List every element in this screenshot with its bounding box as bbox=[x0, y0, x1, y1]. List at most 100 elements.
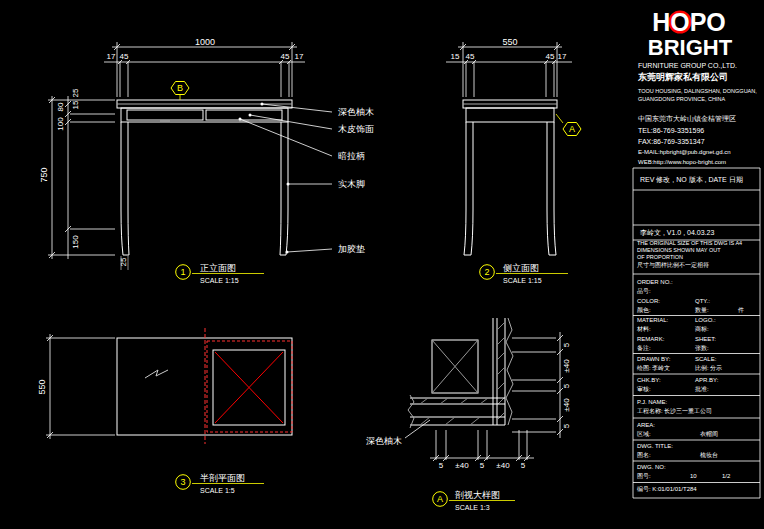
dimension-text: 5 bbox=[563, 424, 571, 428]
detail-section-part bbox=[506, 318, 513, 425]
detail-section-part bbox=[432, 340, 478, 393]
title-block-text: GUANGDONG PROVINCE, CHINA bbox=[638, 97, 725, 103]
title-block-text: 1/2 bbox=[722, 473, 730, 479]
dimension-lines-part bbox=[557, 429, 563, 435]
dimension-text: ±40 bbox=[563, 398, 571, 411]
leader-dots-part bbox=[286, 251, 289, 254]
detail-section-part bbox=[420, 398, 488, 404]
side-elevation-part bbox=[547, 122, 556, 255]
title-block-lines bbox=[633, 168, 760, 498]
marker-outline bbox=[176, 265, 191, 280]
leader-lines-part bbox=[192, 483, 264, 484]
dimension-lines-part bbox=[104, 62, 305, 63]
dimension-text: ±40 bbox=[563, 359, 571, 372]
leader-lines-part bbox=[556, 114, 563, 123]
dimension-lines-part bbox=[527, 430, 528, 460]
title-block-text: FURNITURE GROUP CO.,LTD. bbox=[638, 62, 737, 69]
dimension-lines-part bbox=[112, 47, 297, 48]
callout-label: 木皮饰面 bbox=[338, 125, 374, 134]
title-block-text: 工程名称: 长沙三一重工公司 bbox=[637, 408, 712, 414]
detail-section-part bbox=[410, 417, 505, 418]
dimension-lines-part bbox=[557, 349, 563, 355]
dimension-lines-part bbox=[557, 42, 558, 97]
view-number: 3 bbox=[175, 474, 191, 490]
dimension-lines-part bbox=[281, 62, 282, 97]
dimension-text: 550 bbox=[38, 379, 47, 394]
title-block-text: ORDER NO.: bbox=[637, 279, 673, 285]
dimension-lines-part bbox=[458, 47, 562, 48]
title-block-text: 比例: 分示 bbox=[695, 365, 722, 371]
title-block-text: CHK.BY: bbox=[637, 377, 661, 383]
title-block-text: 品号: bbox=[637, 288, 651, 294]
view-title: 剖视大样图 bbox=[455, 491, 500, 500]
title-block-text: MATERIAL: bbox=[637, 317, 668, 323]
dimension-lines-part bbox=[48, 255, 115, 256]
title-block-text: APR.BY: bbox=[695, 377, 718, 383]
marker-text: 3 bbox=[180, 478, 185, 487]
dimension-text: 100 bbox=[57, 117, 65, 130]
dimension-lines-part bbox=[128, 62, 129, 97]
dimension-lines-part bbox=[474, 62, 475, 97]
marker-outline bbox=[563, 123, 581, 136]
detail-section-part bbox=[420, 417, 480, 425]
leader-dots-part bbox=[287, 183, 290, 186]
marker-outline bbox=[171, 82, 189, 95]
title-block-text: DWG. TITLE: bbox=[637, 443, 673, 449]
dimension-lines-part bbox=[512, 338, 556, 339]
dimension-lines-part bbox=[289, 62, 290, 97]
dimension-text: 80 bbox=[57, 103, 65, 112]
dimension-lines-part bbox=[52, 96, 53, 259]
detail-section-part bbox=[493, 318, 494, 425]
leader-lines-part bbox=[287, 249, 332, 252]
title-block-text: DRAWN BY: bbox=[637, 356, 670, 362]
dimension-text: 5 bbox=[480, 462, 484, 470]
title-block-text: E-MAIL:hpbright@pub.dgnet.gd.cn bbox=[638, 149, 730, 155]
leader-dots bbox=[239, 103, 290, 254]
title-block-text: FAX:86-769-3351347 bbox=[638, 138, 705, 145]
scale-note: SCALE 1:15 bbox=[503, 277, 542, 284]
dimension-text: 45 bbox=[120, 53, 129, 61]
title-block-lines-part bbox=[633, 168, 634, 498]
title-block-lines-part bbox=[633, 395, 760, 396]
title-block-text: 数量: bbox=[695, 307, 709, 313]
plan-view-part bbox=[205, 328, 206, 444]
dimension-text: 5 bbox=[439, 462, 443, 470]
side-elevation-part bbox=[466, 108, 554, 122]
title-block-text: QTY.: bbox=[695, 298, 710, 304]
dimension-lines-part bbox=[68, 96, 69, 259]
dimension-lines-part bbox=[466, 62, 467, 97]
title-block-text: COLOR: bbox=[637, 298, 660, 304]
dimension-text: 17 bbox=[295, 53, 304, 61]
dimension-lines-part bbox=[292, 42, 293, 97]
title-block-text: SHEET: bbox=[695, 336, 716, 342]
dimension-text: 45 bbox=[281, 53, 290, 61]
dimension-text: 550 bbox=[502, 38, 517, 47]
detail-section-part bbox=[410, 425, 505, 426]
detail-section-part bbox=[432, 340, 478, 393]
title-block-text: 李岭文 , V1.0 , 04.03.23 bbox=[640, 229, 714, 236]
title-block-text: 审核: bbox=[637, 386, 651, 392]
front-elevation bbox=[117, 100, 292, 255]
dimension-lines-part bbox=[70, 229, 115, 230]
title-block-lines-part bbox=[633, 440, 760, 441]
title-block-text: 衣帽间 bbox=[700, 431, 718, 437]
title-block-text: P.J. NAME: bbox=[637, 399, 667, 405]
title-block-lines-part bbox=[633, 168, 760, 169]
front-elevation-part bbox=[127, 110, 203, 120]
title-block-lines-part bbox=[633, 190, 760, 191]
dimension-lines-part bbox=[557, 335, 563, 341]
detail-section-part bbox=[505, 318, 506, 425]
title-block-text: 图号: bbox=[637, 473, 651, 479]
title-block-text: 商标: bbox=[695, 326, 709, 332]
dimension-lines-part bbox=[560, 332, 561, 438]
title-block-text: 绘图: 李岭文 bbox=[637, 365, 670, 371]
dimension-text: 17 bbox=[107, 53, 116, 61]
leader-dots-part bbox=[261, 103, 264, 106]
detail-section-part bbox=[497, 322, 505, 420]
dimension-lines-part bbox=[117, 42, 118, 97]
dimension-text: 25 bbox=[72, 89, 80, 98]
plan-view-part bbox=[207, 341, 292, 432]
title-block-text: WEB:http://www.hopo-bright.com bbox=[638, 159, 726, 165]
leader-lines-part bbox=[240, 119, 332, 156]
